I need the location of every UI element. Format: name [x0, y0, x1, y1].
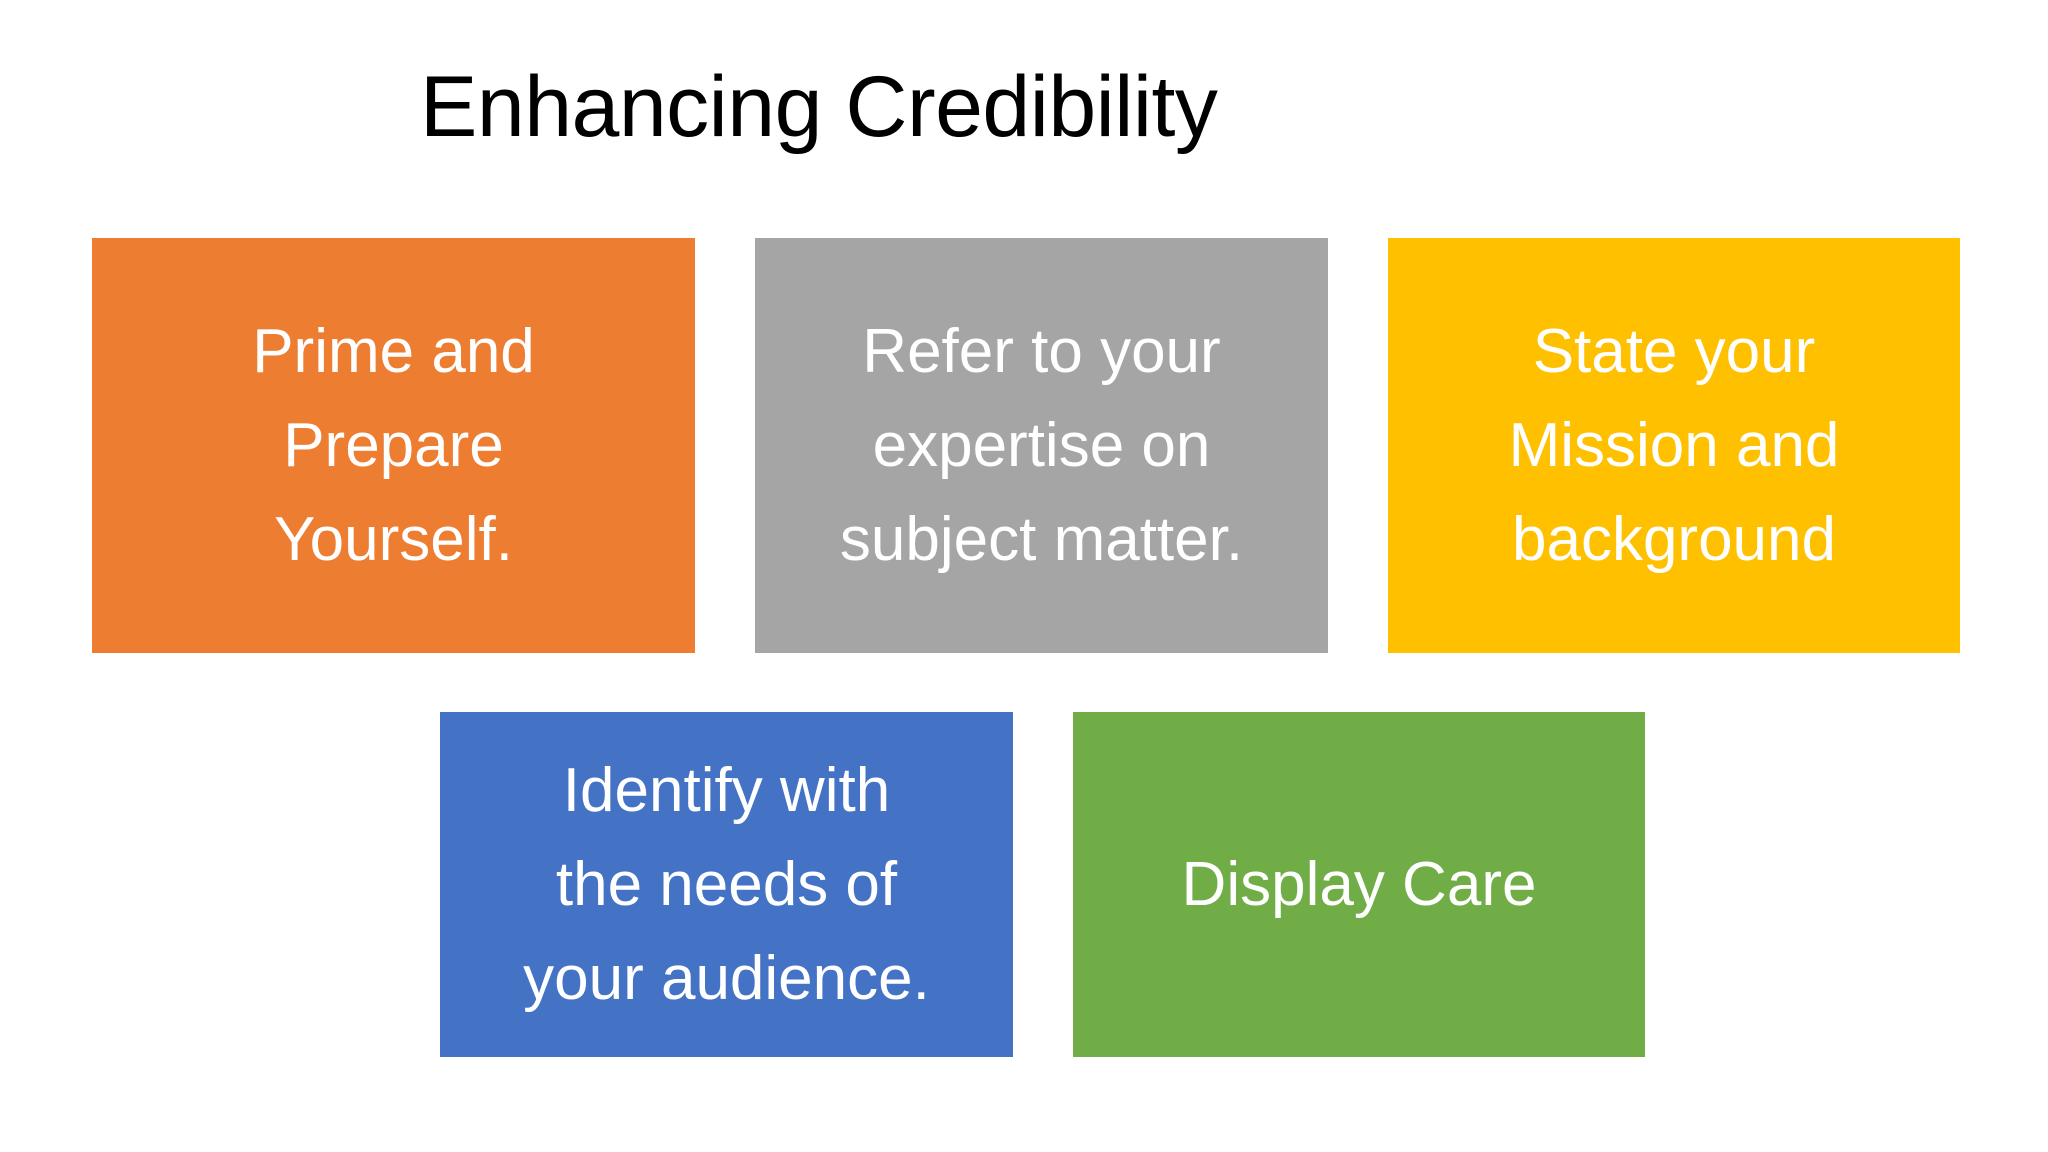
credibility-box-display-care[interactable]: Display Care — [1073, 712, 1645, 1057]
credibility-box-label: Display Care — [1181, 849, 1537, 919]
page-title: Enhancing Credibility — [420, 59, 1218, 155]
